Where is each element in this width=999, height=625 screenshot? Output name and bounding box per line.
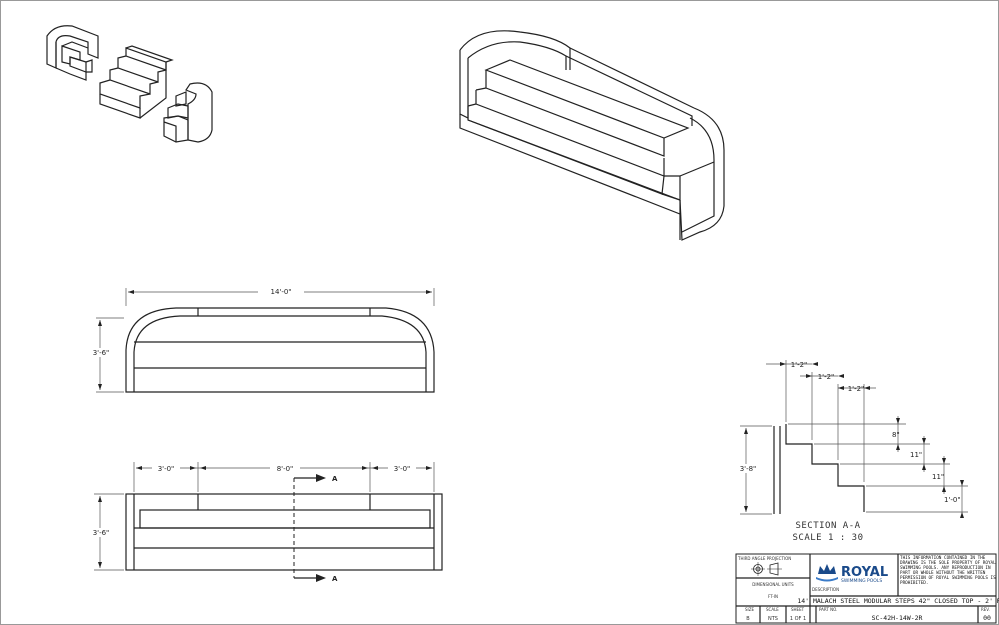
royal-logo: ROYAL SWIMMING POOLS [816,564,888,584]
size-value: B [746,616,750,622]
section-marker-bottom: A [332,575,338,583]
section-tread-3-dim: 1'-2" [848,385,865,393]
brand-sub: SWIMMING POOLS [841,578,882,584]
top-left-width-dim: 3'-0" [158,465,175,473]
section-tread-2-dim: 1'-2" [818,373,835,381]
front-overall-width-dim: 14'-0" [270,288,291,296]
scale-label: SCALE [766,607,779,612]
brand-name: ROYAL [841,565,888,580]
top-center-width-dim: 8'-0" [277,465,294,473]
notice-line: PERMISSION OF ROYAL SWIMMING POOLS IS [900,575,996,581]
projection-label: THIRD ANGLE PROJECTION [737,556,791,561]
section-a-a-view: 1'-2" 1'-2" 1'-2" 8" 11" 11" 1'-0" 3'-8"… [734,360,968,543]
left-end-module [46,25,99,81]
top-right-width-dim: 3'-0" [394,465,411,473]
section-riser-2-dim: 11" [910,451,922,459]
front-elevation-view: 14'-0" 3'-6" [88,287,435,393]
third-angle-projection-symbol [751,562,782,576]
middle-module [99,45,174,119]
notice-line: PROHIBITED. [900,580,928,586]
exploded-isometric-view [46,25,213,143]
section-riser-3-dim: 11" [932,473,944,481]
section-marker-top: A [332,475,338,483]
section-riser-top-dim: 8" [892,431,900,439]
sheet-label: SHEET [791,607,805,612]
front-height-dim: 3'-6" [93,349,110,357]
title-block: THIRD ANGLE PROJECTION DIMENSIONAL UNITS… [735,553,999,624]
scale-value: NTS [768,616,778,622]
section-height-dim: 3'-8" [740,465,757,473]
top-plan-view: 3'-0" 8'-0" 3'-0" 3'-6" A A [88,462,443,583]
units-value: FT-IN [768,594,778,599]
description-label: DESCRIPTION [812,587,839,592]
main-isometric-view [459,30,725,241]
part-label: PART NO. [819,607,837,612]
size-label: SIZE [745,607,754,612]
notice-line: THIS INFORMATION CONTAINED IN THE [900,555,986,561]
sheet-value: 1 OF 1 [790,616,806,622]
proprietary-notice: THIS INFORMATION CONTAINED IN THE DRAWIN… [900,555,996,586]
top-depth-dim: 3'-6" [93,529,110,537]
notice-line: SWIMMING POOLS. ANY REPRODUCTION IN [900,565,991,571]
rev-label: REV. [981,607,990,612]
right-end-module [163,82,213,143]
section-scale: SCALE 1 : 30 [792,533,863,543]
section-riser-bottom-dim: 1'-0" [944,496,961,504]
section-tread-1-dim: 1'-2" [791,361,808,369]
description-value: 14' MALACH STEEL MODULAR STEPS 42" CLOSE… [797,597,999,605]
units-label: DIMENSIONAL UNITS [752,582,794,587]
notice-line: PART OR WHOLE WITHOUT THE WRITTEN [900,570,986,576]
part-value: SC-42H-14W-2R [872,614,923,622]
section-title: SECTION A-A [795,521,860,531]
notice-line: DRAWING IS THE SOLE PROPERTY OF ROYAL [900,560,996,566]
rev-value: 00 [983,614,991,622]
